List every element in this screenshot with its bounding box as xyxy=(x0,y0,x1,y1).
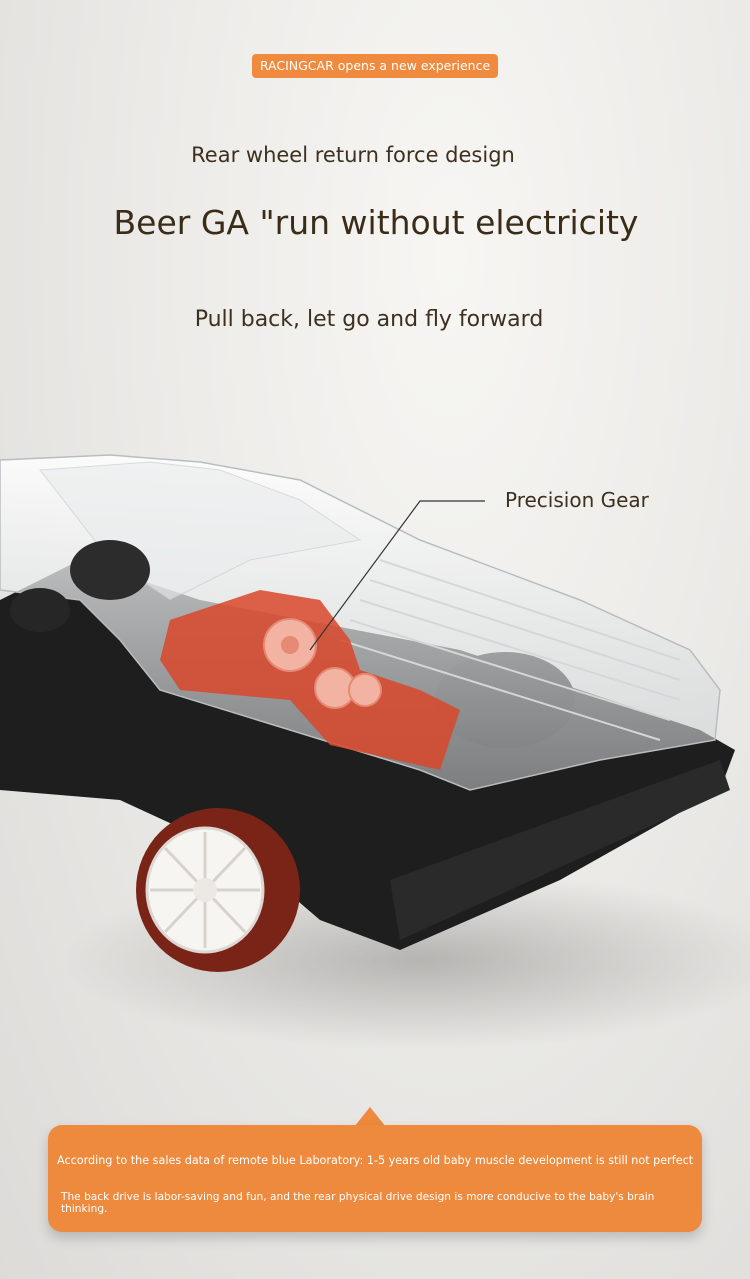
front-wheel xyxy=(136,808,300,972)
feature-subtitle: Rear wheel return force design xyxy=(191,143,515,167)
gear-housing xyxy=(160,590,460,770)
headline: Beer GA "run without electricity xyxy=(113,203,639,242)
precision-gear-label: Precision Gear xyxy=(505,488,649,512)
toy-car-illustration xyxy=(0,454,750,1050)
info-line-2: The back drive is labor-saving and fun, … xyxy=(61,1191,655,1215)
tagline: Pull back, let go and fly forward xyxy=(194,307,544,332)
gear-icon xyxy=(263,618,382,709)
promo-tag: RACINGCAR opens a new experience xyxy=(252,54,498,78)
callout-line xyxy=(309,500,485,651)
info-pointer xyxy=(354,1107,386,1127)
info-box: According to the sales data of remote bl… xyxy=(48,1125,702,1232)
info-line-1: According to the sales data of remote bl… xyxy=(57,1154,694,1167)
